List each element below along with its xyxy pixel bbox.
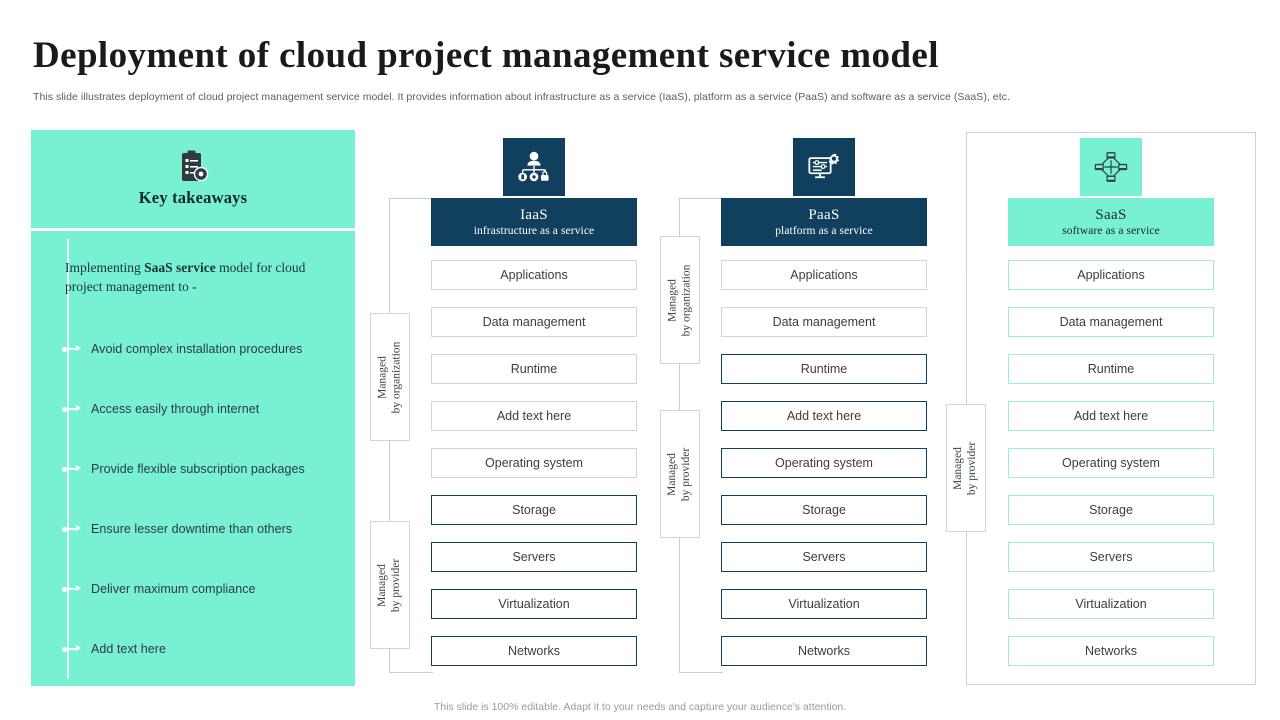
arrow-marker-icon — [47, 404, 81, 414]
layer-row[interactable]: Runtime — [431, 354, 637, 384]
column-header-paas: PaaS platform as a service — [721, 198, 927, 246]
user-hierarchy-icon — [503, 138, 565, 196]
arrow-marker-icon — [47, 464, 81, 474]
layer-row[interactable]: Servers — [721, 542, 927, 572]
list-item[interactable]: Deliver maximum compliance — [47, 576, 347, 602]
layer-row[interactable]: Data management — [721, 307, 927, 337]
list-item-label: Deliver maximum compliance — [91, 582, 256, 596]
layer-row[interactable]: Virtualization — [721, 589, 927, 619]
takeaway-intro-prefix: Implementing — [65, 260, 145, 275]
list-item[interactable]: Avoid complex installation procedures — [47, 336, 347, 362]
column-abbr: SaaS — [1095, 206, 1127, 223]
layer-row[interactable]: Virtualization — [431, 589, 637, 619]
column-header-saas: SaaS software as a service — [1008, 198, 1214, 246]
stack-saas: Applications Data management Runtime Add… — [1008, 260, 1214, 683]
arrow-marker-icon — [47, 584, 81, 594]
layer-row[interactable]: Runtime — [1008, 354, 1214, 384]
layer-row[interactable]: Applications — [1008, 260, 1214, 290]
footer-note: This slide is 100% editable. Adapt it to… — [433, 701, 847, 713]
arrow-marker-icon — [47, 644, 81, 654]
layer-row[interactable]: Storage — [1008, 495, 1214, 525]
layer-row[interactable]: Runtime — [721, 354, 927, 384]
iaas-connector-bottom — [389, 672, 433, 674]
layer-row[interactable]: Networks — [721, 636, 927, 666]
iaas-connector-top — [389, 198, 433, 200]
layer-row[interactable]: Servers — [431, 542, 637, 572]
layer-row[interactable]: Storage — [721, 495, 927, 525]
list-item[interactable]: Access easily through internet — [47, 396, 347, 422]
layer-row[interactable]: Applications — [721, 260, 927, 290]
column-header-iaas: IaaS infrastructure as a service — [431, 198, 637, 246]
takeaway-intro-bold: SaaS service — [144, 260, 216, 275]
list-item[interactable]: Ensure lesser downtime than others — [47, 516, 347, 542]
column-full-name: platform as a service — [775, 224, 873, 237]
list-item[interactable]: Add text here — [47, 636, 347, 662]
layer-row[interactable]: Operating system — [721, 448, 927, 478]
takeaway-intro-suffix: model for cloud project management to - — [65, 260, 306, 294]
slide-subtitle: This slide illustrates deployment of clo… — [33, 91, 1010, 103]
layer-row[interactable]: Virtualization — [1008, 589, 1214, 619]
stack-paas: Applications Data management Runtime Add… — [721, 260, 927, 683]
arrow-marker-icon — [47, 344, 81, 354]
column-full-name: software as a service — [1062, 224, 1160, 237]
list-item-label: Access easily through internet — [91, 402, 260, 416]
column-abbr: IaaS — [520, 206, 548, 223]
layer-row[interactable]: Operating system — [1008, 448, 1214, 478]
list-item-label: Ensure lesser downtime than others — [91, 522, 293, 536]
list-item-label: Avoid complex installation procedures — [91, 342, 303, 356]
column-full-name: infrastructure as a service — [473, 224, 595, 237]
paas-connector-top — [679, 198, 723, 200]
list-item-label: Add text here — [91, 642, 167, 656]
page-title: Deployment of cloud project management s… — [33, 35, 939, 76]
key-takeaways-panel: Key takeaways Implementing SaaS service … — [31, 130, 355, 686]
layer-row[interactable]: Operating system — [431, 448, 637, 478]
key-takeaways-body: Implementing SaaS service model for clou… — [31, 231, 355, 686]
monitor-settings-gear-icon — [793, 138, 855, 196]
paas-connector-bottom — [679, 672, 723, 674]
list-item[interactable]: Provide flexible subscription packages — [47, 456, 347, 482]
layer-row[interactable]: Add text here — [431, 401, 637, 431]
key-takeaways-title: Key takeaways — [138, 188, 248, 207]
layer-row[interactable]: Data management — [431, 307, 637, 337]
layer-row[interactable]: Applications — [431, 260, 637, 290]
layer-row[interactable]: Storage — [431, 495, 637, 525]
takeaway-intro: Implementing SaaS service model for clou… — [65, 258, 327, 296]
network-nodes-icon — [1080, 138, 1142, 196]
layer-row[interactable]: Add text here — [1008, 401, 1214, 431]
stack-iaas: Applications Data management Runtime Add… — [431, 260, 637, 683]
clipboard-checklist-icon — [177, 150, 209, 184]
key-takeaways-header: Key takeaways — [31, 130, 355, 228]
arrow-marker-icon — [47, 524, 81, 534]
layer-row[interactable]: Data management — [1008, 307, 1214, 337]
layer-row[interactable]: Servers — [1008, 542, 1214, 572]
list-item-label: Provide flexible subscription packages — [91, 462, 305, 476]
layer-row[interactable]: Networks — [1008, 636, 1214, 666]
column-abbr: PaaS — [808, 206, 840, 223]
timeline-rail — [67, 239, 69, 679]
layer-row[interactable]: Add text here — [721, 401, 927, 431]
layer-row[interactable]: Networks — [431, 636, 637, 666]
